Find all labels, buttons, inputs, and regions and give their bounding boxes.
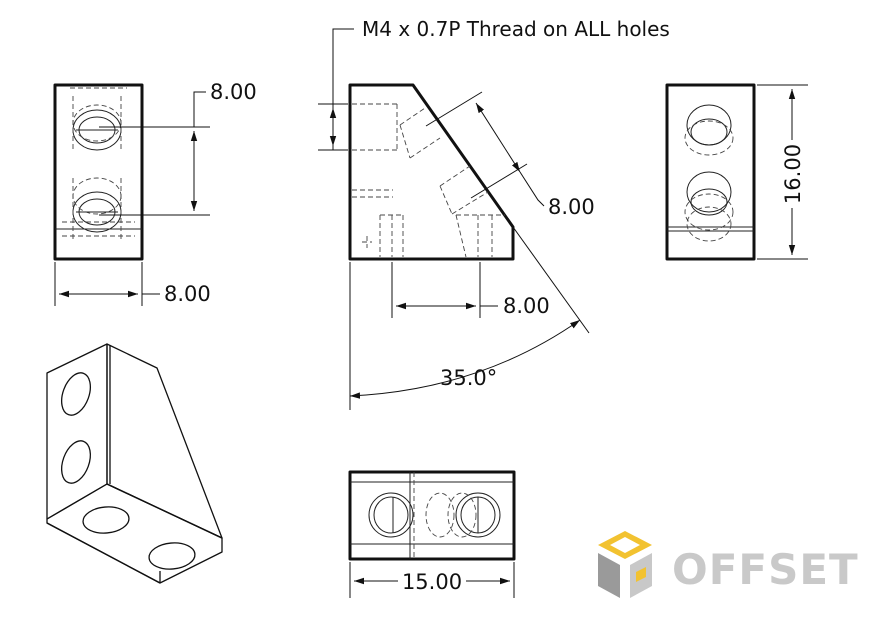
- left-side-view: 8.00 8.00: [53, 80, 257, 306]
- thread-note: M4 x 0.7P Thread on ALL holes: [318, 17, 670, 151]
- right-view-lower-hole: [684, 171, 734, 242]
- left-view-upper-hole: [72, 96, 122, 151]
- dim-angle: 35.0°: [440, 366, 497, 390]
- dim-left-width: 8.00: [164, 282, 211, 306]
- isometric-view: [46, 343, 223, 584]
- iso-hole-2: [61, 440, 91, 484]
- right-side-view: 16.00: [665, 83, 808, 261]
- right-view-upper-hole: [684, 104, 734, 156]
- front-view: 8.00 8.00 35.0°: [348, 83, 595, 410]
- left-view-lower-hole: [62, 177, 135, 240]
- offset-logo: OFFSET: [598, 531, 859, 598]
- dim-front-horizontal: 8.00: [503, 294, 550, 318]
- iso-hole-1: [61, 372, 91, 416]
- offset-logo-text: OFFSET: [672, 545, 859, 594]
- bottom-view-hole-right: [455, 492, 501, 538]
- dim-left-spacing: 8.00: [210, 80, 257, 104]
- offset-logo-mark: [598, 531, 652, 598]
- iso-hole-3: [82, 506, 130, 534]
- thread-note-text: M4 x 0.7P Thread on ALL holes: [362, 17, 670, 41]
- iso-hole-4: [148, 542, 196, 570]
- dim-bottom-width: 15.00: [402, 570, 462, 594]
- dim-right-height: 16.00: [781, 144, 805, 204]
- dim-front-angled-spacing: 8.00: [548, 195, 595, 219]
- bottom-view-hole-left: [368, 492, 414, 538]
- bottom-view: 15.00: [348, 470, 516, 598]
- front-view-hidden-holes: [352, 103, 505, 258]
